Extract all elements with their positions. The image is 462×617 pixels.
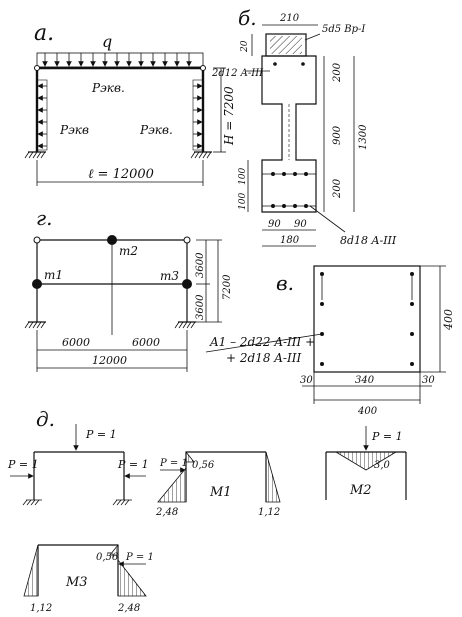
panel-a-label: а. (34, 21, 54, 46)
height-dim-label: H = 7200 (222, 86, 236, 146)
panel-a-frame-load: а. q (24, 21, 270, 186)
m3-value-056: 0,56 (96, 552, 119, 563)
m2-title: M2 (349, 483, 372, 498)
mass-m2 (107, 235, 117, 245)
m3-label: m3 (160, 269, 179, 283)
panel-g-label: г. (36, 206, 52, 230)
panel-d-label: д. (36, 407, 55, 431)
panel-v-column-section: в. 400 30 340 30 400 A1 – 2d22 A-III + +… (205, 265, 455, 417)
p-left-label: P = 1 (7, 458, 39, 471)
frame-a-hinge-left (34, 65, 40, 71)
dim-3600-upper: 3600 (195, 252, 206, 278)
frame-a-hinge-right (200, 65, 206, 71)
p-right-label: P = 1 (117, 458, 149, 471)
m1-label: m1 (44, 268, 63, 282)
frame-g-supports (24, 321, 196, 329)
pekv-top-label: Pэкв. (91, 81, 125, 95)
m3-p-label: P = 1 (125, 552, 154, 563)
panel-d-unit-loads: д. P = 1 P = 1 P = 1 P = 1 0,56 2,48 1,1… (7, 407, 407, 614)
moment-diagram-m1: P = 1 0,56 2,48 1,12 M1 (155, 450, 281, 518)
slab-rebar-label: 5d5 Bp-I (322, 24, 366, 35)
pekv-left-label: Pэкв (59, 123, 89, 137)
moment-diagram-m3: P = 1 0,56 1,12 2,48 M3 (23, 543, 154, 614)
panel-b-label: б. (238, 6, 257, 30)
column-section-outline (313, 265, 421, 373)
distributed-load-zone (36, 52, 204, 68)
m2-label: m2 (119, 244, 138, 258)
panel-b-i-section: б. 210 5d5 Bp-I 20 200 900 1300 200 100 … (238, 6, 397, 247)
pekv-right-label: Pэкв. (139, 123, 173, 137)
p-top-label: P = 1 (85, 428, 117, 441)
dim-90-b: 90 (294, 219, 307, 230)
dim-100-a: 100 (238, 168, 248, 185)
column-rebars (320, 272, 414, 366)
left-wind-zone (36, 79, 48, 151)
m1-p-label: P = 1 (159, 458, 188, 469)
panel-v-label: в. (276, 271, 294, 295)
m2-p-label: P = 1 (371, 430, 403, 443)
mass-m1 (32, 279, 42, 289)
dim-340: 340 (355, 375, 375, 386)
m3-title: M3 (65, 575, 88, 590)
dim-1300: 1300 (358, 124, 369, 150)
m3-value-248: 2,48 (117, 603, 140, 614)
left-wind-arrows (37, 83, 47, 149)
i-section-outline (261, 55, 317, 213)
rebar-dots (271, 62, 308, 208)
m3-value-112: 1,12 (30, 603, 52, 614)
span-dim-label: ℓ = 12000 (88, 167, 154, 182)
dim-30-left: 30 (300, 375, 313, 386)
dim-3600-lower: 3600 (195, 294, 206, 320)
dim-12000: 12000 (92, 354, 127, 367)
a1-reinforcement-line1: A1 – 2d22 A-III + (209, 335, 315, 349)
dim-400-vertical: 400 (442, 309, 455, 331)
dim-30-right: 30 (422, 375, 435, 386)
dim-7200: 7200 (222, 274, 233, 300)
dim-400-horizontal: 400 (357, 406, 378, 417)
frame-a-supports (24, 151, 212, 159)
right-wind-zone (192, 79, 204, 151)
dim-200-top: 200 (332, 62, 343, 83)
m1-value-056: 0,56 (192, 460, 215, 471)
dim-20: 20 (240, 40, 250, 53)
dim-200-bottom: 200 (332, 178, 343, 199)
load-q-label: q (102, 32, 112, 51)
dim-100-b: 100 (238, 193, 248, 210)
dim-210: 210 (279, 13, 300, 24)
dim-180: 180 (280, 235, 300, 246)
dim-900: 900 (332, 125, 343, 145)
a1-reinforcement-line2: + 2d18 A-III (226, 351, 301, 365)
mass-m3 (182, 279, 192, 289)
distributed-load-arrows (42, 53, 192, 67)
dim-6000-left: 6000 (62, 336, 90, 349)
right-wind-arrows (193, 83, 203, 149)
dim-90-a: 90 (268, 219, 281, 230)
m1-title: M1 (209, 485, 232, 500)
dim-6000-right: 6000 (132, 336, 160, 349)
rebar-2d12-label: 2d12 A-III (211, 68, 264, 79)
rebar-8d18-label: 8d18 A-III (340, 234, 397, 247)
m1-value-112: 1,12 (258, 507, 280, 518)
panel-g-mass-frame: г. m2 m1 m3 3600 3600 7200 60 (24, 206, 233, 372)
m2-value-30: 3,0 (374, 460, 391, 471)
moment-diagram-m2: P = 1 3,0 M2 (325, 426, 407, 500)
m1-value-248: 2,48 (155, 507, 178, 518)
